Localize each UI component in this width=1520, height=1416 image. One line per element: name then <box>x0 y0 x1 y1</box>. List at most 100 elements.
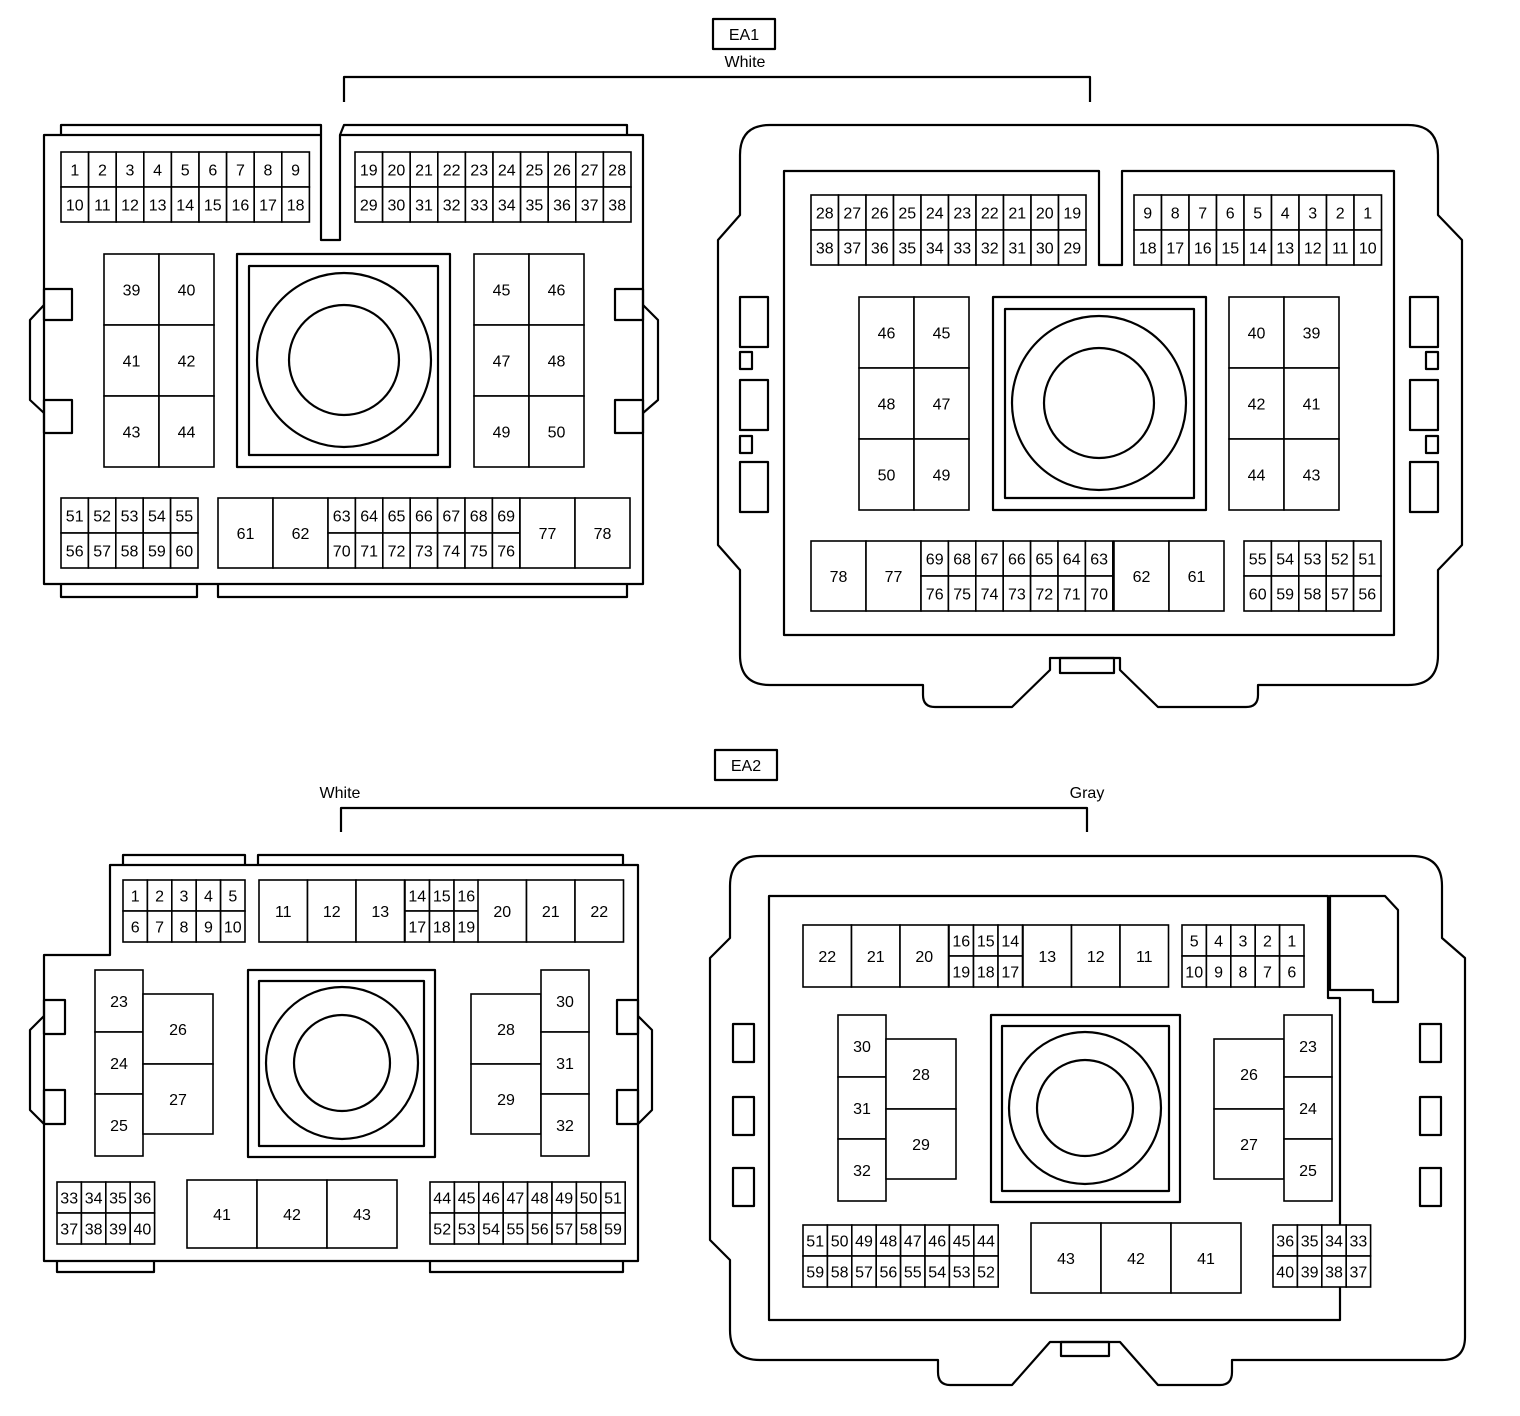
ea2-r-cav-59: 59 <box>806 1265 824 1282</box>
ea2-r-cav-29-box <box>885 1108 957 1180</box>
ea2-r-cav-49: 49 <box>855 1234 873 1251</box>
ea1-r-cav-15-box <box>1215 229 1245 266</box>
ea2-r-cav-34: 34 <box>1325 1234 1343 1251</box>
ea1-l-cav-17: 17 <box>259 198 277 215</box>
ea1-l-cav-67: 67 <box>442 509 460 526</box>
ea2-r-cav-28: 28 <box>912 1067 930 1084</box>
ea1-r-cav-70-box <box>1084 575 1114 612</box>
ea1-r-cav-19-box <box>1057 194 1087 231</box>
ea2-l-cav-57: 57 <box>555 1222 573 1239</box>
ea2-r-cav-11-box <box>1119 924 1170 988</box>
ea1-l-cav-21: 21 <box>415 163 433 180</box>
ea2-l-cav-42-box <box>256 1179 328 1249</box>
ea2-r-cav-37: 37 <box>1350 1265 1368 1282</box>
ea1-r-cav-60: 60 <box>1249 587 1267 604</box>
ea1-l-cav-52: 52 <box>93 509 111 526</box>
ea2-left-housing <box>42 863 640 1263</box>
ea1-l-cav-64: 64 <box>360 509 378 526</box>
ea2-r-cav-22-box <box>802 924 853 988</box>
ea2-l-cav-48: 48 <box>531 1191 549 1208</box>
ea2-r-cav-27-box <box>1213 1108 1285 1180</box>
ea1-l-cav-62-box <box>272 497 329 569</box>
ea2-l-cav-30: 30 <box>556 994 574 1011</box>
ea1-r-cav-57-box <box>1325 575 1355 612</box>
ea1-l-cav-3: 3 <box>126 163 135 180</box>
ea2-l-cav-49-box <box>551 1181 578 1214</box>
ea1-l-cav-5: 5 <box>181 163 190 180</box>
ea1-l-cav-57: 57 <box>93 544 111 561</box>
ea1-r-cav-28: 28 <box>816 206 834 223</box>
ea1-r-cav-50: 50 <box>878 468 896 485</box>
ea2-l-cav-2: 2 <box>155 889 164 906</box>
ea2-label: EA2 <box>731 758 761 775</box>
ea2-l-cav-37-box <box>56 1212 83 1245</box>
ea1-r-cav-56-box <box>1352 575 1382 612</box>
ea1-r-cav-59: 59 <box>1276 587 1294 604</box>
ea1-r-cav-53-box <box>1298 540 1328 577</box>
ea1-r-cav-46-box <box>858 296 915 369</box>
ea1-r-cav-12: 12 <box>1304 241 1322 258</box>
ea1-l-cav-61-box <box>217 497 274 569</box>
ea1-r-cav-42-box <box>1228 367 1285 440</box>
ea1-l-cav-42: 42 <box>178 354 196 371</box>
ea1-r-cav-33-box <box>947 229 977 266</box>
ea2-r-cav-12: 12 <box>1087 949 1105 966</box>
ea1-l-cav-8: 8 <box>264 163 273 180</box>
ea2-r-cav-53: 53 <box>953 1265 971 1282</box>
ea1-l-cav-60-box <box>169 532 199 569</box>
ea1-r-cav-8-box <box>1160 194 1190 231</box>
ea2-r-cav-19-box <box>948 955 975 988</box>
ea1-r-cav-29: 29 <box>1063 241 1081 258</box>
ea2-l-cav-13: 13 <box>371 904 389 921</box>
ea1-r-cav-59-box <box>1270 575 1300 612</box>
ea2-r-cav-9-box <box>1205 955 1232 988</box>
ea1-l-cav-16: 16 <box>232 198 250 215</box>
ea2-r-cav-21: 21 <box>867 949 885 966</box>
ea1-l-cav-71-box <box>354 532 384 569</box>
ea1-l-cav-62: 62 <box>292 526 310 543</box>
ea1-r-cav-47-box <box>913 367 970 440</box>
ea2-r-cav-3: 3 <box>1239 934 1248 951</box>
ea1-r-cav-77: 77 <box>885 569 903 586</box>
ea2-l-cav-39-box <box>105 1212 132 1245</box>
ea1-l-cav-29: 29 <box>360 198 378 215</box>
ea2-r-cav-31: 31 <box>853 1101 871 1118</box>
ea1-l-cav-75-box <box>464 532 494 569</box>
ea1-r-cav-31: 31 <box>1008 241 1026 258</box>
ea2-l-cav-11-box <box>258 879 309 943</box>
ea1-l-cav-69: 69 <box>497 509 515 526</box>
ea2-r-cav-53-box <box>948 1255 975 1288</box>
ea1-r-cav-72: 72 <box>1035 587 1053 604</box>
ea1-l-cav-7: 7 <box>236 163 245 180</box>
ea1-r-cav-41-box <box>1283 367 1340 440</box>
ea2-r-cav-25-box <box>1283 1138 1333 1202</box>
ea1-r-cav-10-box <box>1353 229 1383 266</box>
ea2-l-cav-45: 45 <box>458 1191 476 1208</box>
ea1-r-cav-7: 7 <box>1198 206 1207 223</box>
ea2-r-cav-39: 39 <box>1301 1265 1319 1282</box>
ea1-l-cav-74-box <box>436 532 466 569</box>
ea1-l-cav-50: 50 <box>548 425 566 442</box>
ea1-r-cav-64: 64 <box>1063 552 1081 569</box>
ea2-r-cav-42: 42 <box>1127 1251 1145 1268</box>
ea1-l-cav-58: 58 <box>121 544 139 561</box>
ea2-header: EA2 White Gray <box>320 748 1104 832</box>
ea2-l-cav-16: 16 <box>457 889 475 906</box>
ea2-r-cav-3-box <box>1230 924 1257 957</box>
ea2-l-cav-4-box <box>195 879 222 912</box>
ea2-l-cav-7: 7 <box>155 920 164 937</box>
ea2-r-cav-37-box <box>1345 1255 1372 1288</box>
ea1-r-cav-16-box <box>1188 229 1218 266</box>
ea2-l-cav-18: 18 <box>433 920 451 937</box>
ea2-l-cav-44: 44 <box>433 1191 451 1208</box>
ea2-l-cav-27: 27 <box>169 1092 187 1109</box>
ea1-r-cav-39: 39 <box>1303 326 1321 343</box>
ea1-l-cav-6: 6 <box>208 163 217 180</box>
ea1-l-cav-38: 38 <box>608 198 626 215</box>
ea1-r-cav-37: 37 <box>843 241 861 258</box>
ea1-r-cav-44: 44 <box>1248 468 1266 485</box>
ea1-l-cav-30-box <box>381 186 412 223</box>
ea2-r-cav-25: 25 <box>1299 1163 1317 1180</box>
ea1-r-cav-17: 17 <box>1166 241 1184 258</box>
